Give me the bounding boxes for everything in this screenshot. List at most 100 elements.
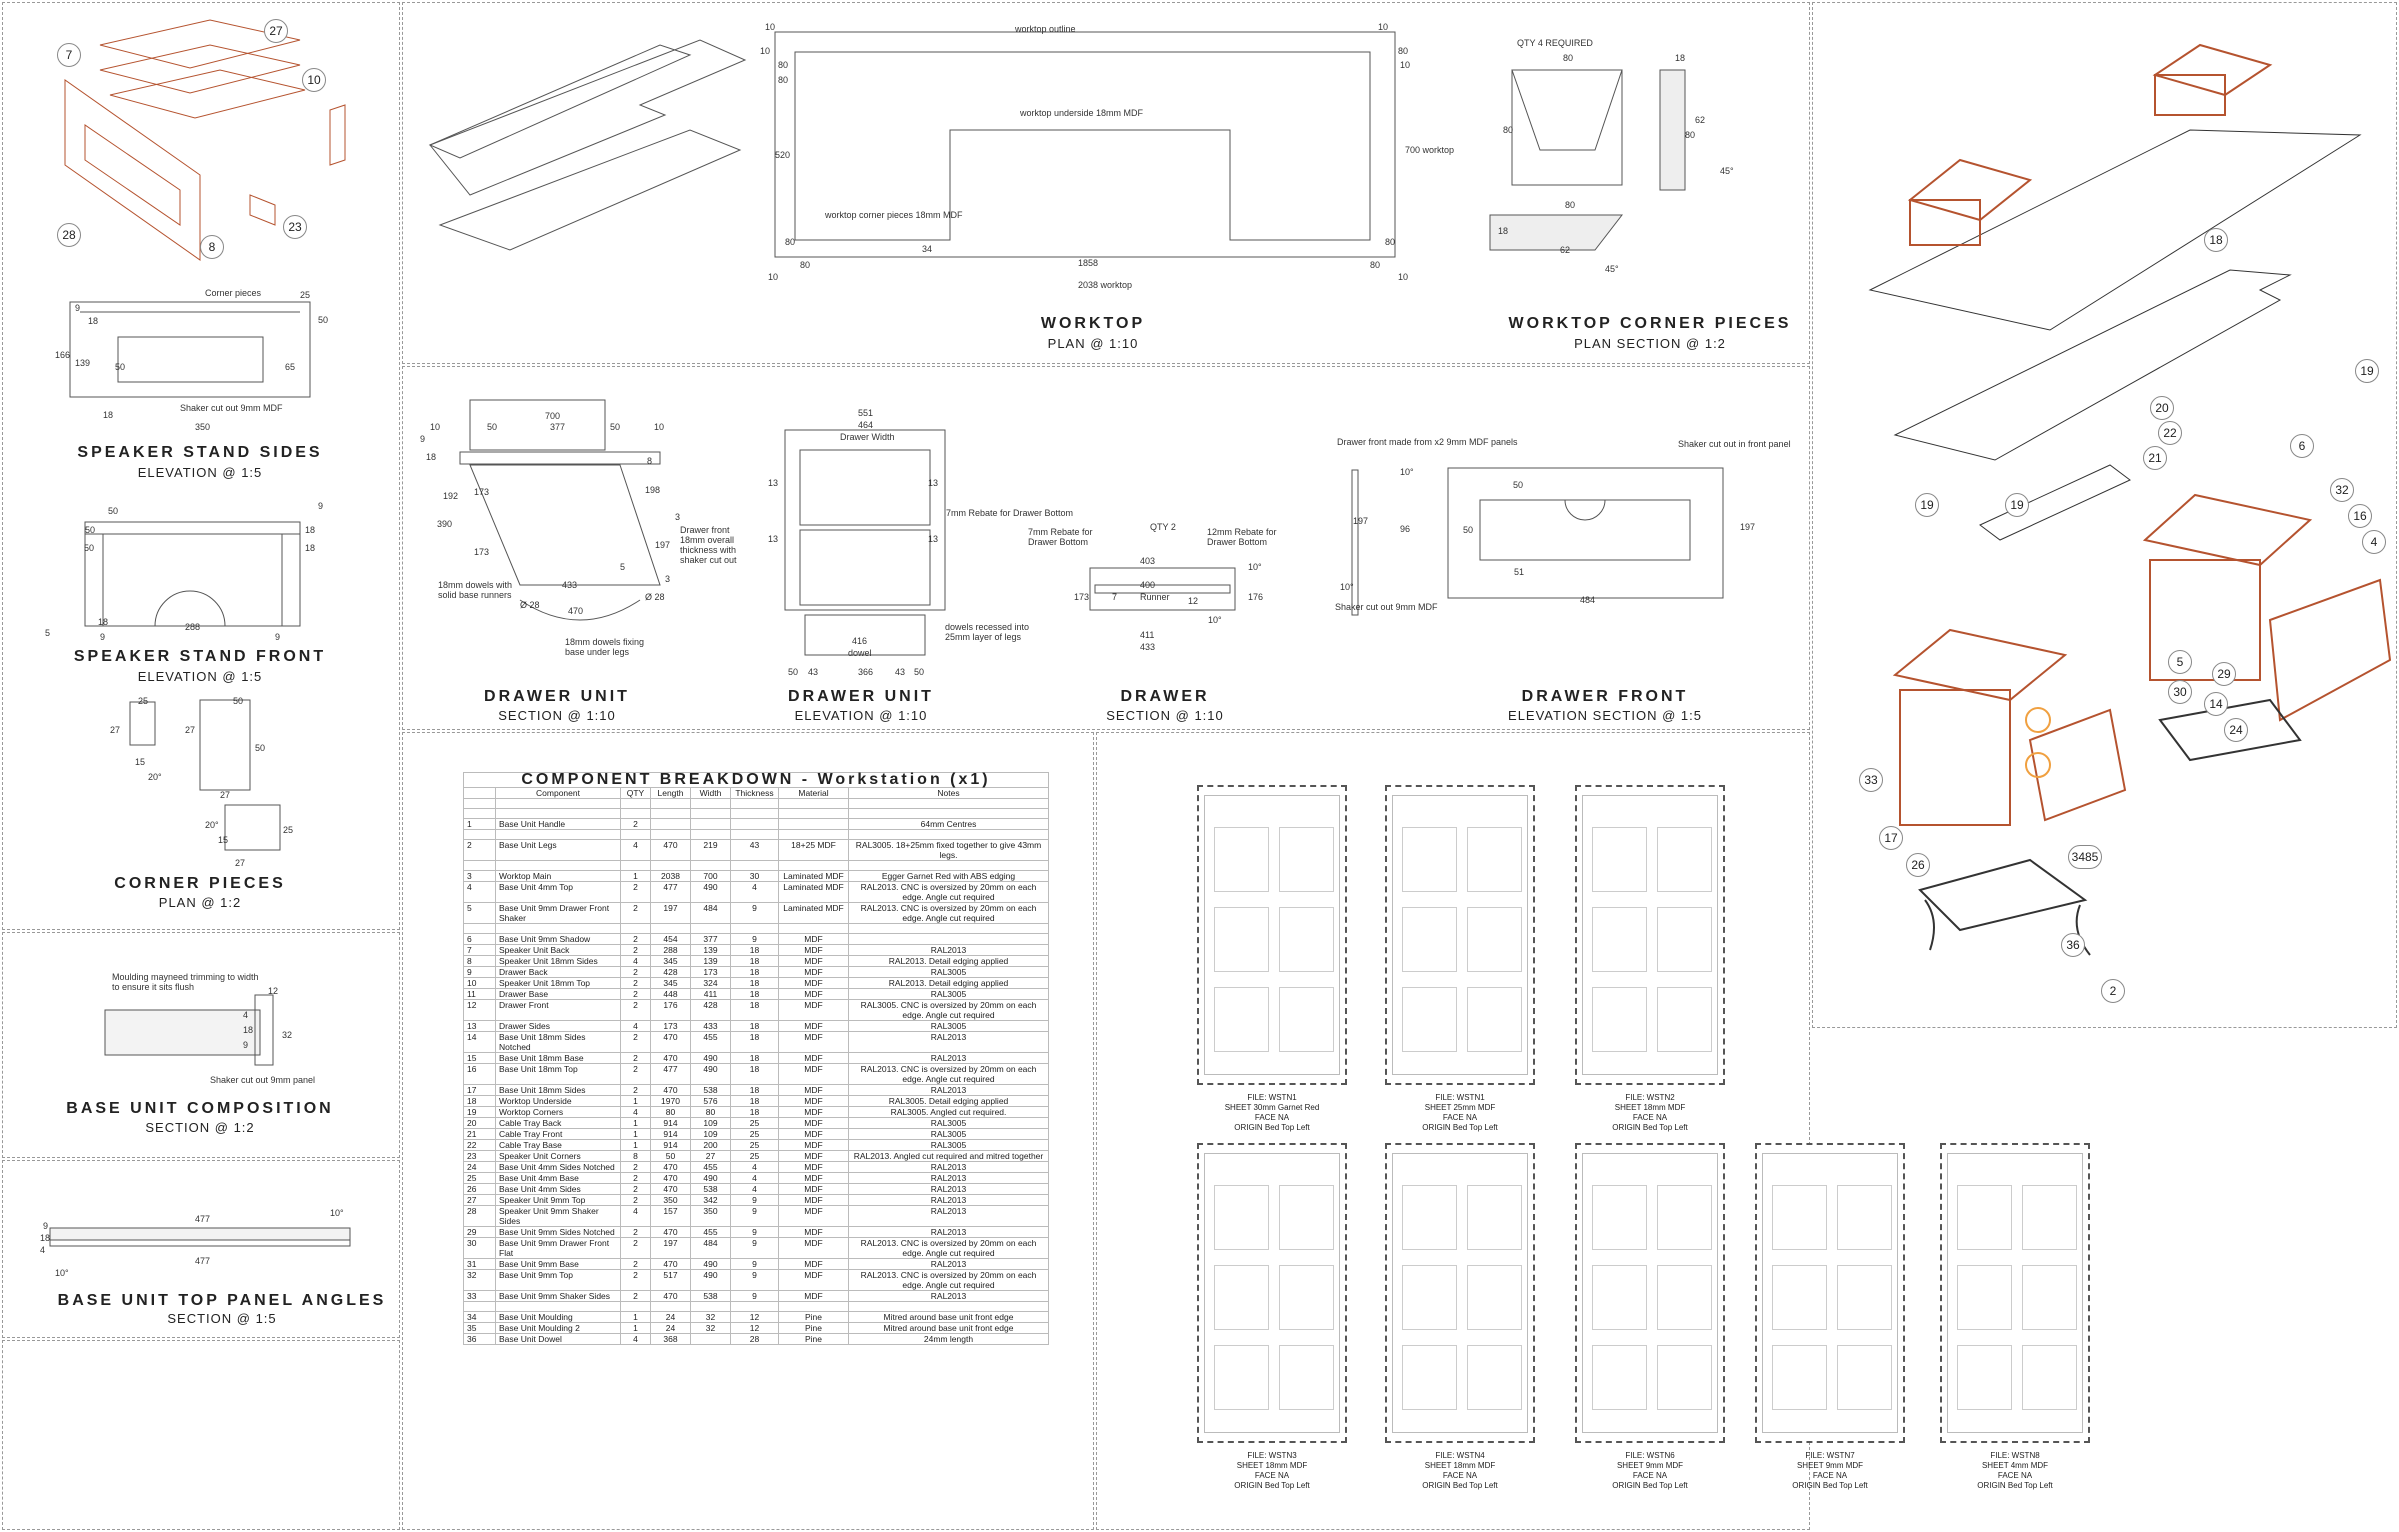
notes-cell: RAL2013. Angled cut required and mitred … bbox=[848, 1150, 1049, 1162]
cnc-sheet[interactable] bbox=[1940, 1143, 2090, 1443]
row-number-cell: 18 bbox=[463, 1095, 496, 1107]
component-name-cell: Worktop Main bbox=[495, 870, 621, 882]
panel-exploded-view bbox=[1812, 2, 2397, 1028]
sheet-file: FILE: WSTN2 bbox=[1625, 1093, 1675, 1102]
dimension-label: 3 bbox=[665, 574, 671, 584]
view-scale-speaker-front: ELEVATION @ 1:5 bbox=[137, 669, 263, 684]
empty-cell bbox=[848, 923, 1049, 934]
row-number-cell: 3 bbox=[463, 870, 496, 882]
dimension-label: 1858 bbox=[1078, 258, 1099, 268]
empty-cell bbox=[650, 1301, 691, 1312]
notes-cell bbox=[848, 933, 1049, 945]
cnc-sheet[interactable] bbox=[1197, 785, 1347, 1085]
cnc-sheet[interactable] bbox=[1575, 785, 1725, 1085]
dimension-label: 18 bbox=[243, 1025, 254, 1035]
empty-cell bbox=[730, 829, 779, 840]
dimension-label: 50 bbox=[85, 525, 96, 535]
panel-base-composition bbox=[2, 932, 400, 1158]
column-header: QTY bbox=[620, 787, 651, 799]
quantity-cell: 2 bbox=[620, 1084, 651, 1096]
dimension-label: 62 bbox=[1695, 115, 1706, 125]
length-cell: 176 bbox=[650, 999, 691, 1021]
sheet-sheet: SHEET 9mm MDF bbox=[1616, 1461, 1684, 1470]
nested-part bbox=[1467, 907, 1522, 972]
dimension-label: 288 bbox=[185, 622, 201, 632]
length-cell: 173 bbox=[650, 1020, 691, 1032]
notes-cell: RAL3005 bbox=[848, 1020, 1049, 1032]
width-cell: 411 bbox=[690, 988, 731, 1000]
part-balloon: 24 bbox=[2224, 718, 2248, 742]
length-cell: 470 bbox=[650, 1161, 691, 1173]
length-cell: 517 bbox=[650, 1269, 691, 1291]
dimension-label: 18 bbox=[1675, 53, 1686, 63]
length-cell: 470 bbox=[650, 1290, 691, 1302]
width-cell: 342 bbox=[690, 1194, 731, 1206]
view-scale-drawer-unit-elevation: ELEVATION @ 1:10 bbox=[794, 708, 928, 723]
notes-cell: RAL2013 bbox=[848, 1031, 1049, 1053]
dimension-label: 176 bbox=[1248, 592, 1264, 602]
empty-cell bbox=[848, 829, 1049, 840]
dimension-label: 173 bbox=[1074, 592, 1090, 602]
quantity-cell: 2 bbox=[620, 1258, 651, 1270]
row-number-cell: 33 bbox=[463, 1290, 496, 1302]
component-name-cell: Base Unit Legs bbox=[495, 839, 621, 861]
dimension-label: 700 bbox=[545, 411, 561, 421]
empty-cell bbox=[650, 860, 691, 871]
dimension-label: 80 bbox=[778, 75, 789, 85]
nested-part bbox=[1214, 1185, 1269, 1250]
length-cell: 80 bbox=[650, 1106, 691, 1118]
part-balloon: 22 bbox=[2158, 421, 2182, 445]
dimension-label: worktop corner pieces 18mm MDF bbox=[825, 210, 963, 220]
dimension-label: 198 bbox=[645, 485, 661, 495]
nested-part bbox=[1957, 1265, 2012, 1330]
nested-part bbox=[1837, 1345, 1892, 1410]
nested-part bbox=[1837, 1265, 1892, 1330]
component-name-cell: Speaker Unit 18mm Top bbox=[495, 977, 621, 989]
nested-part bbox=[1467, 1265, 1522, 1330]
thickness-cell bbox=[730, 818, 779, 830]
thickness-cell: 4 bbox=[730, 1172, 779, 1184]
nested-part bbox=[1657, 1185, 1712, 1250]
panel-component-table bbox=[402, 732, 1094, 1530]
dimension-label: 45° bbox=[1720, 166, 1734, 176]
sheet-nest-area bbox=[1392, 1153, 1528, 1433]
width-cell: 455 bbox=[690, 1161, 731, 1173]
cnc-sheet[interactable] bbox=[1197, 1143, 1347, 1443]
cnc-sheet[interactable] bbox=[1385, 1143, 1535, 1443]
thickness-cell: 18 bbox=[730, 1084, 779, 1096]
part-balloon: 29 bbox=[2212, 662, 2236, 686]
dimension-label: 197 bbox=[1740, 522, 1756, 532]
dimension-label: Ø 28 bbox=[520, 600, 540, 610]
dimension-label: QTY 2 bbox=[1150, 522, 1176, 532]
dimension-label: 80 bbox=[778, 60, 789, 70]
thickness-cell: 18 bbox=[730, 1031, 779, 1053]
material-cell bbox=[778, 818, 849, 830]
nested-part bbox=[1279, 907, 1334, 972]
dimension-label: 18 bbox=[305, 525, 316, 535]
cnc-sheet[interactable] bbox=[1755, 1143, 1905, 1443]
row-number-cell: 13 bbox=[463, 1020, 496, 1032]
row-number-cell: 12 bbox=[463, 999, 496, 1021]
column-header: Material bbox=[778, 787, 849, 799]
nested-part bbox=[1214, 987, 1269, 1052]
nested-part bbox=[1402, 1345, 1457, 1410]
material-cell: MDF bbox=[778, 955, 849, 967]
length-cell: 470 bbox=[650, 1052, 691, 1064]
thickness-cell: 4 bbox=[730, 1183, 779, 1195]
length-cell: 368 bbox=[650, 1333, 691, 1345]
dimension-label: 8 bbox=[647, 456, 653, 466]
component-name-cell: Base Unit 9mm Base bbox=[495, 1258, 621, 1270]
length-cell: 477 bbox=[650, 881, 691, 903]
dimension-label: 50 bbox=[255, 743, 266, 753]
thickness-cell: 18 bbox=[730, 1106, 779, 1118]
row-number-cell: 27 bbox=[463, 1194, 496, 1206]
cnc-sheet[interactable] bbox=[1575, 1143, 1725, 1443]
cnc-sheet[interactable] bbox=[1385, 785, 1535, 1085]
